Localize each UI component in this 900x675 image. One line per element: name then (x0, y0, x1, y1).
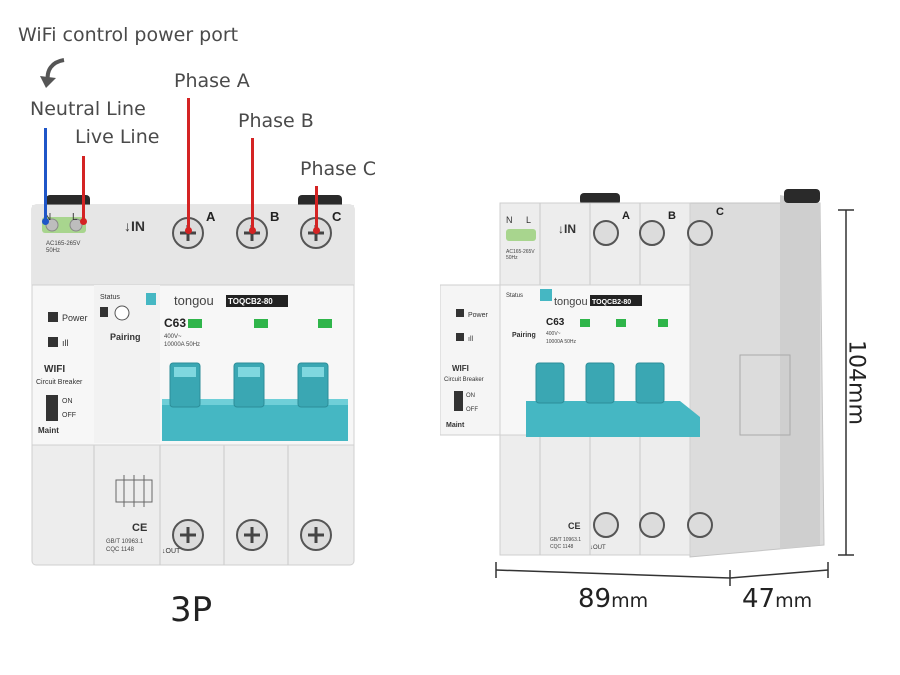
side-status-label: Status (506, 293, 523, 299)
on-label: ON (62, 398, 73, 405)
phase-c-label: Phase C (300, 158, 377, 180)
rating-label: C63 (164, 316, 186, 330)
maint-label: Maint (38, 426, 59, 435)
power-label: Power (62, 313, 88, 323)
side-cert2: CQC 1148 (550, 544, 573, 550)
depth-dimension: 47mm (742, 584, 812, 614)
side-terminal-l: L (526, 215, 531, 225)
terminal-n: N (44, 212, 51, 223)
wifi-port-label: WiFi control power port (18, 24, 239, 46)
side-off-label: OFF (466, 407, 478, 413)
side-ce-mark: CE (568, 521, 581, 531)
in-label: ↓IN (124, 218, 145, 234)
neutral-line-label: Neutral Line (30, 98, 146, 120)
brand-label: tongou (174, 293, 214, 308)
side-rating-label: C63 (546, 317, 565, 328)
side-terminal-a: A (622, 210, 630, 222)
dimension-lines (495, 209, 854, 586)
depth-unit: mm (775, 590, 813, 612)
side-circuit-breaker: Circuit Breaker (444, 377, 484, 383)
side-power-label: Power (468, 312, 489, 319)
phase-c-wire-tip (313, 227, 320, 234)
side-signal-label: ıll (468, 336, 474, 343)
depth-value: 47 (742, 584, 776, 614)
terminal-l: L (72, 212, 78, 223)
neutral-wire (44, 128, 47, 220)
side-model-label: TOQCB2-80 (592, 299, 631, 306)
width-dimension: 89mm (578, 584, 648, 614)
ce-mark: CE (132, 522, 147, 534)
live-line-label: Live Line (75, 126, 160, 148)
side-brand-label: tongou (554, 296, 588, 308)
side-out-label: ↓OUT (590, 545, 606, 551)
phase-a-wire (187, 98, 190, 228)
side-capacity-label: 10000A 50Hz (546, 339, 577, 345)
side-terminal-n: N (506, 215, 513, 225)
live-wire-tip (80, 218, 87, 225)
phase-b-wire (251, 138, 254, 228)
side-in-label: ↓IN (558, 222, 576, 236)
side-pairing-label: Pairing (512, 332, 536, 339)
cert1-label: GB/T 10963.1 (106, 539, 144, 545)
status-label: Status (100, 294, 120, 301)
curved-arrow-icon (40, 58, 65, 88)
side-ac-rating: AC165-265V (506, 249, 535, 255)
side-maint-label: Maint (446, 422, 465, 429)
side-cert1: GB/T 10963.1 (550, 537, 581, 543)
wifi-label: WIFI (44, 364, 65, 375)
variant-label: 3P (170, 590, 213, 630)
off-label: OFF (62, 412, 76, 419)
model-label: TOQCB2-80 (228, 297, 273, 306)
front-breaker: N L AC165-265V 50Hz ↓IN A B C Power ıll … (31, 195, 355, 566)
side-terminal-b: B (668, 210, 676, 222)
width-unit: mm (611, 590, 649, 612)
side-terminal-c: C (716, 206, 724, 218)
width-value: 89 (578, 584, 612, 614)
neutral-wire-tip (42, 218, 49, 225)
side-breaker: N L AC165-265V 50Hz ↓IN A B C Power ıll … (440, 189, 825, 558)
phase-a-wire-tip (185, 227, 192, 234)
terminal-a: A (206, 209, 216, 224)
terminal-c: C (332, 209, 342, 224)
phase-b-wire-tip (249, 227, 256, 234)
height-dimension: 104mm (843, 340, 869, 425)
terminal-b: B (270, 209, 279, 224)
signal-label: ıll (62, 338, 69, 348)
circuit-breaker-label: Circuit Breaker (36, 379, 83, 386)
phase-a-label: Phase A (174, 70, 250, 92)
out-label: ↓OUT (162, 548, 181, 555)
freq-label: 50Hz (46, 248, 60, 254)
pairing-label: Pairing (110, 332, 141, 342)
cert2-label: CQC 1148 (106, 547, 135, 553)
side-freq: 50Hz (506, 255, 518, 261)
live-wire (82, 156, 85, 220)
phase-c-wire (315, 186, 318, 228)
ac-rating: AC165-265V (46, 241, 80, 247)
side-wifi-label: WIFI (452, 364, 469, 373)
side-voltage-label: 400V~ (546, 331, 561, 337)
side-on-label: ON (466, 393, 475, 399)
capacity-label: 10000A 50Hz (164, 342, 200, 348)
voltage-label: 400V~ (164, 334, 182, 340)
phase-b-label: Phase B (238, 110, 314, 132)
